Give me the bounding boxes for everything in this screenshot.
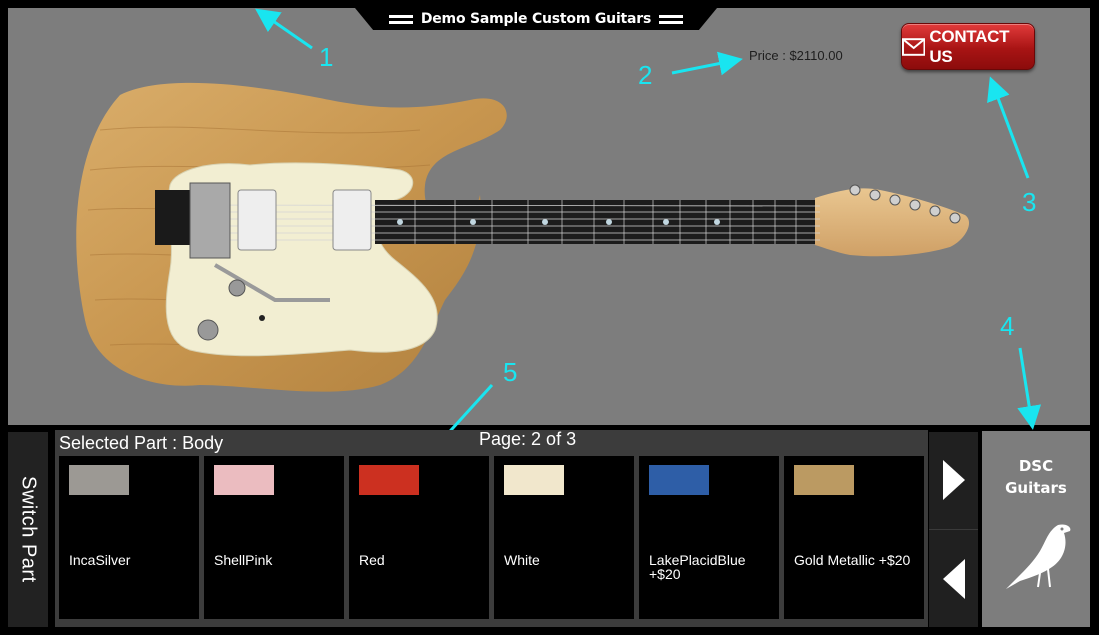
header-title-tab: Demo Sample Custom Guitars <box>355 8 717 30</box>
brand-logo-button[interactable]: DSC Guitars <box>982 431 1090 627</box>
switch-part-label: Switch Part <box>17 476 40 583</box>
price-label: Price : $2110.00 <box>749 48 843 63</box>
swatch-color-chip <box>794 465 854 495</box>
contact-us-button[interactable]: CONTACT US <box>901 23 1035 70</box>
next-page-button[interactable] <box>929 432 978 528</box>
swatch-name: White <box>504 552 540 568</box>
swatch-name: IncaSilver <box>69 552 131 568</box>
annotation-1: 1 <box>319 42 334 72</box>
swatch-color-chip <box>69 465 129 495</box>
previous-page-button[interactable] <box>929 531 978 627</box>
next-arrow-icon <box>942 460 965 500</box>
page-title: Demo Sample Custom Guitars <box>420 11 652 27</box>
swatch-name: ShellPink <box>214 552 273 568</box>
bird-logo-icon <box>1006 524 1071 589</box>
swatch-name: Gold Metallic +$20 <box>794 552 911 568</box>
title-left-decoration <box>388 14 413 24</box>
contact-us-label: CONTACT US <box>929 26 1010 66</box>
swatch-panel <box>55 430 928 627</box>
switch-part-button[interactable]: Switch Part <box>8 432 48 627</box>
swatch-color-chip <box>359 465 419 495</box>
envelope-icon <box>902 37 926 56</box>
swatch-name: LakePlacidBlue +$20 <box>649 552 746 582</box>
selected-part-label: Selected Part : Body <box>59 433 224 453</box>
swatch-color-chip <box>214 465 274 495</box>
brand-line-1: DSC <box>1018 457 1054 475</box>
prev-arrow-icon <box>942 559 965 599</box>
annotation-4: 4 <box>1000 311 1015 341</box>
swatch-option-white[interactable]: White <box>494 456 634 619</box>
nav-divider <box>929 529 978 530</box>
swatch-color-chip <box>504 465 564 495</box>
swatch-color-chip <box>649 465 709 495</box>
swatch-option-lakeplacidblue[interactable]: LakePlacidBlue +$20 <box>639 456 779 619</box>
page-navigation <box>929 432 978 627</box>
swatch-option-red[interactable]: Red <box>349 456 489 619</box>
brand-line-2: Guitars <box>1005 479 1067 497</box>
swatch-option-shellpink[interactable]: ShellPink <box>204 456 344 619</box>
title-right-decoration <box>659 14 684 24</box>
annotation-5: 5 <box>503 357 518 387</box>
page-indicator: Page: 2 of 3 <box>479 429 577 449</box>
annotation-2: 2 <box>638 60 653 90</box>
swatch-option-incasilver[interactable]: IncaSilver <box>59 456 199 619</box>
annotation-3: 3 <box>1022 187 1037 217</box>
swatch-name: Red <box>359 552 385 568</box>
swatch-option-gold-metallic[interactable]: Gold Metallic +$20 <box>784 456 924 619</box>
